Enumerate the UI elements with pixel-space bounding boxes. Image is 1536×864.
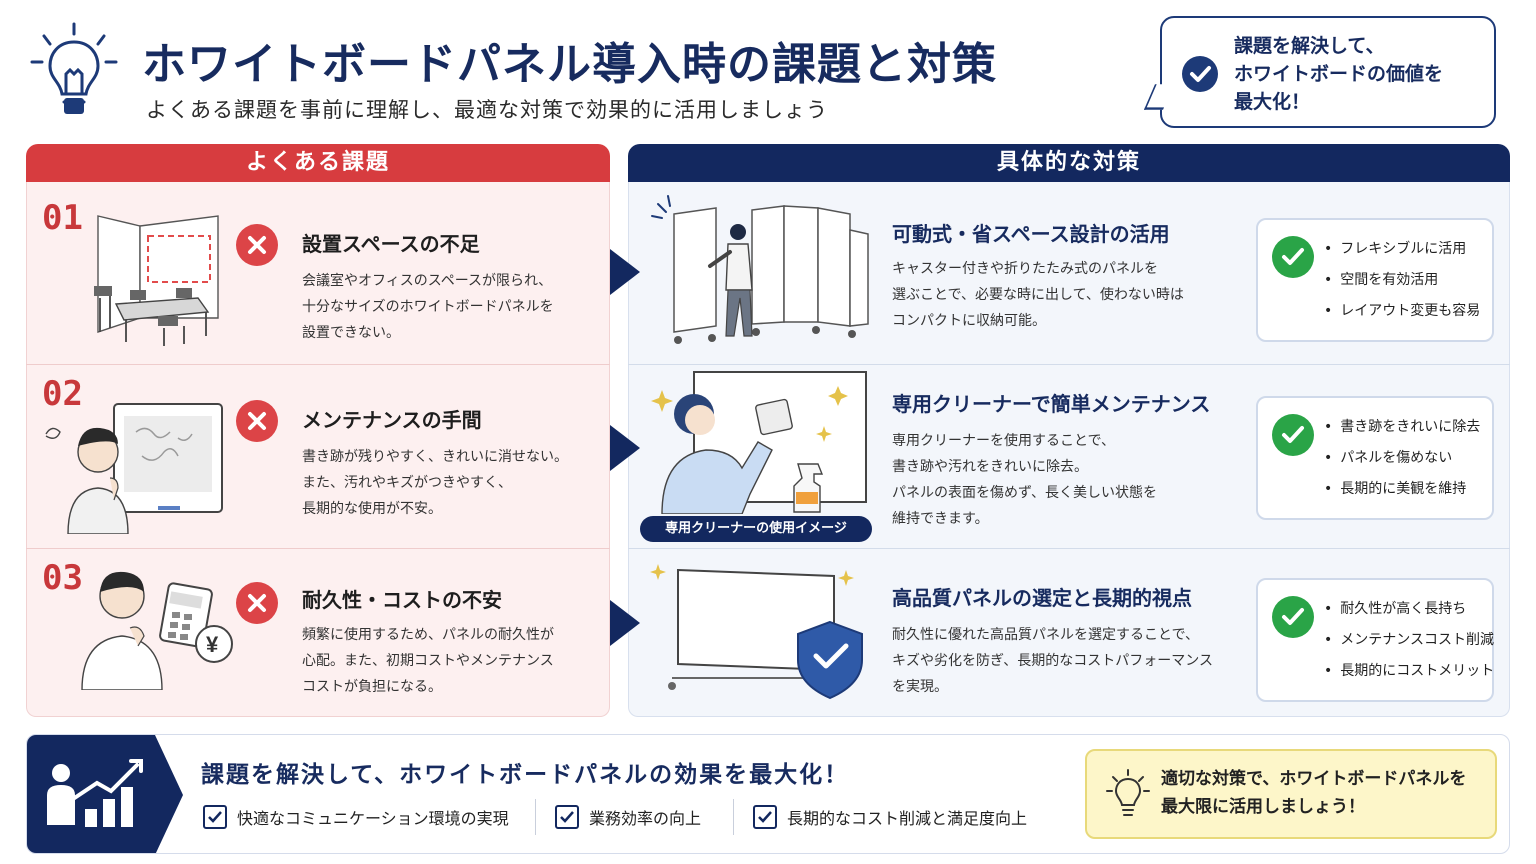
benefit-box: 耐久性が高く長持ち メンテナンスコスト削減 長期的にコストメリット xyxy=(1256,578,1494,702)
solution-title: 可動式・省スペース設計の活用 xyxy=(892,222,1170,246)
benefit-list: フレキシブルに活用 空間を有効活用 レイアウト変更も容易 xyxy=(1324,234,1480,327)
check-circle-icon xyxy=(1182,56,1218,92)
summary-item: 業務効率の向上 xyxy=(555,805,701,829)
issue-divider xyxy=(26,364,610,365)
summary-item: 長期的なコスト削減と満足度向上 xyxy=(753,805,1027,829)
quality-panel-shield-illustration xyxy=(646,560,872,700)
cleaning-whiteboard-illustration xyxy=(648,368,870,515)
tip-box: 適切な対策で、ホワイトボードパネルを 最大限に活用しましょう！ xyxy=(1085,749,1497,839)
header-callout: 課題を解決して、 ホワイトボードの価値を 最大化！ xyxy=(1143,16,1496,128)
issue-description: 頻繁に使用するため、パネルの耐久性が 心配。また、初期コストやメンテナンス コス… xyxy=(302,627,554,695)
issue-description: 会議室やオフィスのスペースが限られ、 十分なサイズのホワイトボードパネルを 設置… xyxy=(302,273,554,341)
summary-title: 課題を解決して、ホワイトボードパネルの効果を最大化！ xyxy=(201,762,850,788)
checkbox-icon xyxy=(753,805,777,829)
callout-text: 課題を解決して、 ホワイトボードの価値を 最大化！ xyxy=(1234,35,1444,113)
issue-number: 02 xyxy=(42,374,83,414)
meeting-room-illustration xyxy=(80,208,230,348)
benefit-list: 耐久性が高く長持ち メンテナンスコスト削減 長期的にコストメリット xyxy=(1324,594,1494,687)
solution-divider xyxy=(628,548,1510,549)
check-circle-icon xyxy=(1272,414,1314,456)
lightbulb-icon xyxy=(26,22,122,122)
summary-separator xyxy=(535,799,536,835)
checkbox-icon xyxy=(555,805,579,829)
person-calculator-illustration: ¥ xyxy=(78,566,234,691)
issue-number: 01 xyxy=(42,198,83,238)
tip-text: 適切な対策で、ホワイトボードパネルを 最大限に活用しましょう！ xyxy=(1161,769,1467,817)
issues-header: よくある課題 xyxy=(26,144,610,182)
issue-title: メンテナンスの手間 xyxy=(302,408,482,432)
callout-tail xyxy=(1143,84,1175,110)
solution-description: キャスター付きや折りたたみ式のパネルを 選ぶことで、必要な時に出して、使わない時… xyxy=(892,261,1184,329)
page-title: ホワイトボードパネル導入時の課題と対策 xyxy=(142,39,997,90)
summary-banner: 課題を解決して、ホワイトボードパネルの効果を最大化！ 快適なコミュニケーション環… xyxy=(26,734,1510,854)
growth-chart-icon xyxy=(27,735,183,853)
benefit-list: 書き跡をきれいに除去 パネルを傷めない 長期的に美観を維持 xyxy=(1324,412,1480,505)
worried-person-whiteboard-illustration xyxy=(38,398,230,535)
x-circle-icon xyxy=(236,582,278,624)
issue-title: 設置スペースの不足 xyxy=(302,232,480,256)
check-circle-icon xyxy=(1272,596,1314,638)
x-circle-icon xyxy=(236,224,278,266)
page-subtitle: よくある課題を事前に理解し、最適な対策で効果的に活用しましょう xyxy=(146,98,828,122)
solution-title: 高品質パネルの選定と長期的視点 xyxy=(892,586,1192,610)
folding-panel-illustration xyxy=(646,194,872,350)
svg-text:¥: ¥ xyxy=(206,632,219,657)
arrow-right-icon xyxy=(610,600,640,646)
benefit-box: 書き跡をきれいに除去 パネルを傷めない 長期的に美観を維持 xyxy=(1256,396,1494,520)
x-circle-icon xyxy=(236,400,278,442)
arrow-right-icon xyxy=(610,425,640,471)
issue-title: 耐久性・コストの不安 xyxy=(302,588,502,612)
solution-divider xyxy=(628,364,1510,365)
solution-description: 耐久性に優れた高品質パネルを選定することで、 キズや劣化を防ぎ、長期的なコストパ… xyxy=(892,627,1214,695)
solution-title: 専用クリーナーで簡単メンテナンス xyxy=(892,392,1211,416)
issue-divider xyxy=(26,548,610,549)
arrow-right-icon xyxy=(610,249,640,295)
summary-item: 快適なコミュニケーション環境の実現 xyxy=(203,805,509,829)
checkbox-icon xyxy=(203,805,227,829)
benefit-box: フレキシブルに活用 空間を有効活用 レイアウト変更も容易 xyxy=(1256,218,1494,342)
cleaner-caption: 専用クリーナーの使用イメージ xyxy=(640,516,872,542)
summary-separator xyxy=(733,799,734,835)
issue-number: 03 xyxy=(42,558,83,598)
check-circle-icon xyxy=(1272,236,1314,278)
lightbulb-icon xyxy=(1105,769,1151,821)
solutions-header: 具体的な対策 xyxy=(628,144,1510,182)
solution-description: 専用クリーナーを使用することで、 書き跡や汚れをきれいに除去。 パネルの表面を傷… xyxy=(892,433,1158,527)
issue-description: 書き跡が残りやすく、きれいに消せない。 また、汚れやキズがつきやすく、 長期的な… xyxy=(302,449,568,517)
